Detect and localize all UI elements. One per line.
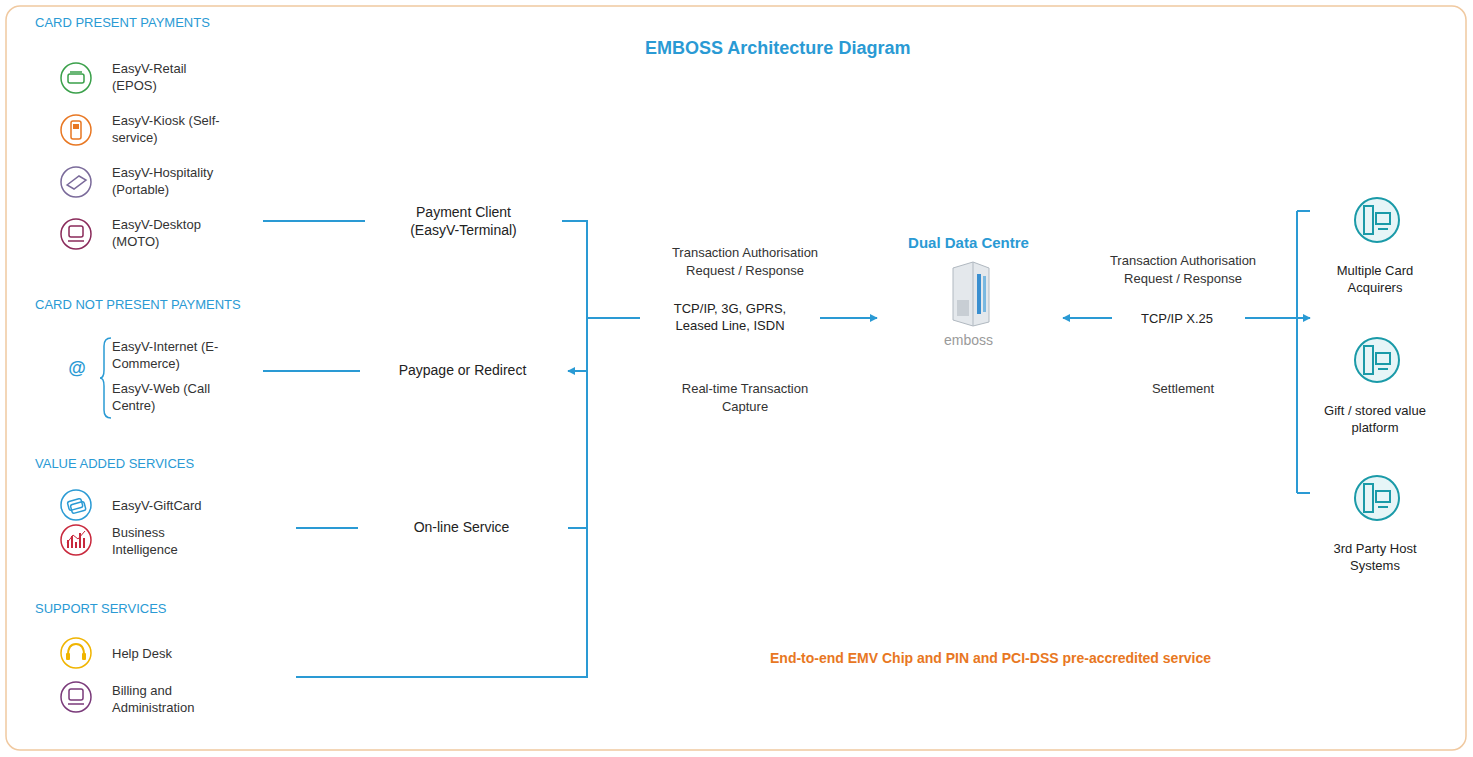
server-illustration <box>943 260 995 326</box>
section-heading: CARD PRESENT PAYMENTS <box>35 14 435 31</box>
node-text: Help Desk <box>112 645 282 662</box>
connector <box>1063 317 1112 319</box>
connector <box>568 318 640 528</box>
retail-icon <box>59 61 93 95</box>
node-text: EasyV-Internet (E-Commerce) <box>112 338 252 372</box>
flow-label: Real-time Transaction Capture <box>670 380 820 416</box>
connector <box>263 220 365 222</box>
connector <box>568 318 640 371</box>
node-text: Paypage or Redirect <box>360 361 565 379</box>
node-text: EasyV-GiftCard <box>112 497 282 514</box>
section-heading: VALUE ADDED SERVICES <box>35 455 335 472</box>
node-text: TCP/IP, 3G, GPRS, Leased Line, ISDN <box>665 300 795 334</box>
connector <box>296 527 358 529</box>
at-circle: @ <box>60 353 97 387</box>
node-text: EasyV-Hospitality (Portable) <box>112 164 224 198</box>
node-text: EasyV-Web (Call Centre) <box>112 380 252 414</box>
channel-band: CARD NOT PRESENT PAYMENTSEasyV-Internet … <box>28 322 578 434</box>
service-box: Paypage or Redirect <box>360 349 568 393</box>
intelligence-icon <box>59 523 93 557</box>
service-box: On-line Service <box>358 506 568 550</box>
hospitality-icon <box>59 165 93 199</box>
service-band: VALUE ADDED SERVICESEasyV-GiftCardBusine… <box>28 480 296 582</box>
connector <box>296 318 640 677</box>
channel-band: CARD PRESENT PAYMENTSEasyV-Retail (EPOS)… <box>28 40 578 280</box>
acquirer-icon <box>1352 195 1402 245</box>
connector <box>1245 317 1310 319</box>
node-text: End-to-end EMV Chip and PIN and PCI-DSS … <box>770 650 1285 667</box>
flow-label: Transaction Authorisation Request / Resp… <box>655 244 835 280</box>
node-text: On-line Service <box>358 518 565 536</box>
node-text: Business Intelligence <box>112 524 207 558</box>
connector <box>820 317 877 319</box>
node-text: EasyV-Kiosk (Self-service) <box>112 112 224 146</box>
service-band: SUPPORT SERVICESHelp DeskBilling and Adm… <box>28 625 296 730</box>
flow-label: Settlement <box>1093 380 1273 398</box>
brace <box>99 336 113 420</box>
node-text: Payment Client (EasyV-Terminal) <box>390 203 537 239</box>
node-text: TCP/IP X.25 <box>1112 310 1242 327</box>
section-heading: CARD NOT PRESENT PAYMENTS <box>35 296 435 313</box>
billing-icon <box>59 680 93 714</box>
node-text: 3rd Party Host Systems <box>1320 540 1430 574</box>
node-outline <box>28 40 578 280</box>
network-cloud: TCP/IP X.25 <box>1112 298 1245 338</box>
host-bus-stub <box>1297 492 1310 494</box>
kiosk-icon <box>59 113 93 147</box>
terminal-group: EasyV-Retail (EPOS) EasyV-Kiosk (Self-ser… <box>45 50 263 272</box>
hostsystem-icon <box>1352 473 1402 523</box>
giftcard-icon <box>59 488 93 522</box>
service-box: Payment Client (EasyV-Terminal) <box>365 193 562 249</box>
node-text: Gift / stored value platform <box>1320 402 1430 436</box>
section-heading: SUPPORT SERVICES <box>35 600 335 617</box>
node-text: emboss <box>877 332 1060 349</box>
web-group: EasyV-Internet (E-Commerce) EasyV-Web (Ca… <box>45 330 263 426</box>
flow-label: Transaction Authorisation Request / Resp… <box>1093 252 1273 288</box>
outer-frame <box>6 6 1466 750</box>
data-centre: Dual Data Centre emboss <box>877 226 1063 360</box>
host-group: Multiple Card AcquirersGift / stored val… <box>1310 175 1440 598</box>
connector <box>263 370 360 372</box>
diagram-title: EMBOSS Architecture Diagram <box>645 38 910 59</box>
host-bus-stub <box>1297 210 1310 212</box>
network-cloud: TCP/IP, 3G, GPRS, Leased Line, ISDN <box>640 283 820 353</box>
node-text: @ <box>60 358 94 379</box>
node-text: Multiple Card Acquirers <box>1320 262 1430 296</box>
desktop-icon <box>59 217 93 251</box>
helpdesk-icon <box>59 636 93 670</box>
connector <box>562 221 640 318</box>
host-bus <box>1296 211 1298 493</box>
node-text: Dual Data Centre <box>877 234 1060 251</box>
giftplatform-icon <box>1352 335 1402 385</box>
node-outline <box>365 193 562 249</box>
node-text: EasyV-Retail (EPOS) <box>112 60 224 94</box>
node-text: Billing and Administration <box>112 682 212 716</box>
node-text: EasyV-Desktop (MOTO) <box>112 216 224 250</box>
